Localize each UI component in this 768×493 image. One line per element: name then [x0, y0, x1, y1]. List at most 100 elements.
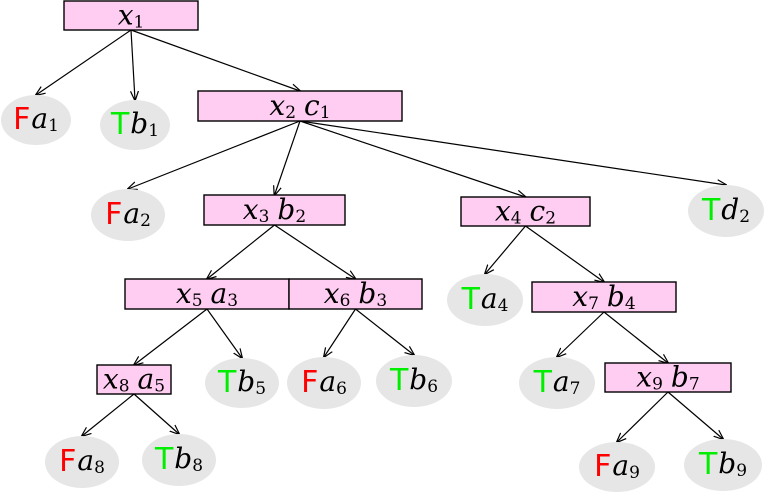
node-label-x2: x2​c1​ [269, 89, 330, 123]
decision-node-x5: x5​a3​ [124, 277, 290, 311]
node-label-b9: Tb9​ [698, 447, 747, 482]
node-box-x8 [96, 364, 172, 395]
sub-d2: 2 [739, 207, 750, 227]
flag-F-a8: F [59, 444, 76, 479]
node-label-a1: Fa1​ [13, 102, 59, 137]
sub-a1: 1 [48, 116, 59, 136]
node-label-x9: x9​b7​ [636, 360, 699, 394]
leaf-ellipse-a6 [287, 357, 361, 409]
var-a8: a [77, 444, 94, 477]
var-x1: x [118, 0, 134, 31]
leaf-ellipse-b6 [376, 355, 452, 407]
leaf-node-b9: Tb9​ [684, 439, 762, 491]
flag-F-a1: F [13, 102, 30, 137]
edge-x7-to-a7 [557, 311, 605, 357]
node-label-b6: Tb6​ [389, 363, 438, 398]
var-b5: b [237, 365, 255, 398]
sub-a7: 7 [570, 379, 581, 399]
sub-b7: 7 [689, 374, 700, 394]
leaf-node-a6: Fa6​ [287, 357, 361, 409]
sub-b6: 6 [427, 377, 438, 397]
var-d2: d [721, 193, 739, 226]
decision-node-x8: x8​a5​ [96, 362, 172, 396]
edge-x2-to-d2 [299, 120, 726, 185]
edge-x4-to-a4 [485, 225, 526, 274]
node-label-b5: Tb5​ [217, 365, 266, 400]
decision-node-x7: x7​b4​ [531, 280, 677, 314]
node-box-x7 [531, 281, 677, 313]
node-label-d2: Td2​ [701, 193, 750, 228]
sub-b1: 1 [148, 121, 159, 141]
sub-a3: 3 [227, 291, 238, 311]
node-label-a8: Fa8​ [59, 444, 105, 479]
var-x2: x [269, 89, 285, 122]
var-b6: b [409, 363, 427, 396]
sub-b8: 8 [192, 456, 203, 476]
sub-a2: 2 [140, 211, 151, 231]
sub-c1: 1 [320, 103, 331, 123]
node-label-x3: x3​b2​ [243, 193, 306, 227]
var-x4: x [495, 194, 511, 227]
edge-x2-to-x3 [275, 120, 301, 195]
edge-x9-to-b9 [667, 391, 723, 439]
node-label-a9: Fa9​ [594, 449, 640, 484]
leaf-ellipse-a9 [579, 442, 655, 492]
var-x6: x [324, 277, 340, 310]
var-c1: c [304, 89, 320, 122]
edges-layer [36, 29, 726, 442]
edge-x8-to-b8 [133, 393, 179, 434]
edge-x1-to-a1 [36, 29, 132, 95]
var-a3: a [211, 277, 228, 310]
sub-a9: 9 [629, 463, 640, 483]
sub-x4: 4 [511, 208, 522, 228]
var-b7: b [671, 360, 689, 393]
sub-x7: 7 [588, 294, 599, 314]
var-a1: a [31, 102, 48, 135]
var-c2: c [530, 194, 546, 227]
edge-x5-to-b5 [206, 308, 242, 358]
edge-x1-to-x2 [130, 29, 300, 91]
sub-a8: 8 [94, 458, 105, 478]
sub-b3: 3 [376, 291, 387, 311]
node-box-x1 [63, 0, 199, 31]
decision-node-x3: x3​b2​ [203, 193, 346, 227]
leaf-ellipse-b9 [684, 439, 762, 491]
var-x9: x [636, 360, 652, 393]
sub-x6: 6 [340, 291, 351, 311]
flag-F-a2: F [105, 197, 122, 232]
leaf-ellipse-a1 [1, 95, 71, 145]
var-b8: b [174, 442, 192, 475]
var-x7: x [572, 280, 588, 313]
node-label-x1: x1​ [118, 0, 145, 32]
edge-x7-to-x9 [603, 311, 668, 363]
node-label-x5: x5​a3​ [176, 277, 238, 311]
var-a5: a [138, 362, 155, 395]
var-a9: a [612, 449, 629, 482]
sub-x1: 1 [133, 12, 144, 32]
leaf-node-a7: Ta7​ [519, 357, 595, 409]
decision-node-x4: x4​c2​ [460, 194, 591, 228]
var-x8: x [103, 362, 119, 395]
edge-x8-to-a8 [82, 393, 135, 436]
flag-T-b8: T [154, 442, 174, 477]
sub-b2: 2 [295, 207, 306, 227]
var-b4: b [607, 280, 625, 313]
edge-x6-to-a6 [324, 308, 357, 357]
var-a6: a [319, 365, 336, 398]
sub-b5: 5 [255, 379, 266, 399]
sub-x3: 3 [259, 207, 270, 227]
edge-x4-to-x7 [525, 225, 605, 282]
node-label-x4: x4​c2​ [495, 194, 556, 228]
var-a7: a [553, 365, 570, 398]
sub-x9: 9 [652, 374, 663, 394]
node-box-x3 [203, 194, 346, 226]
decision-node-x1: x1​ [63, 0, 199, 32]
flag-T-b6: T [389, 363, 409, 398]
sub-b4: 4 [625, 294, 636, 314]
node-box-x6 [288, 278, 423, 310]
decision-node-x2: x2​c1​ [197, 89, 403, 123]
var-b3: b [358, 277, 376, 310]
